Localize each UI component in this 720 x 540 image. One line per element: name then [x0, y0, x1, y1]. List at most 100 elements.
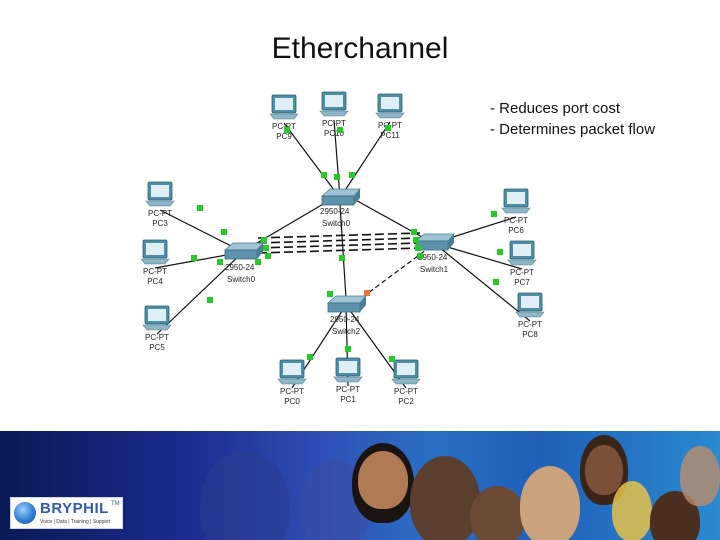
pc-keyboard [142, 324, 172, 331]
switch-name-label: Switch0 [227, 275, 256, 284]
pc-icon [277, 359, 307, 385]
switch-icon [414, 233, 455, 251]
pc-name-label: PC9 [276, 132, 292, 141]
switch-model-label: 2950-24 [418, 253, 448, 262]
link-status-up [349, 172, 355, 178]
switch-side [360, 296, 366, 312]
pc-name-label: PC2 [398, 397, 414, 406]
switch-top [320, 188, 361, 197]
pc-link-line [339, 121, 391, 199]
pc-type-label: PC-PT [518, 320, 542, 329]
pc-type-label: PC-PT [322, 119, 346, 128]
link-status-up [337, 127, 343, 133]
etherchannel-link [257, 242, 421, 249]
bullet-item: - Determines packet flow [490, 121, 656, 138]
pc-icon [269, 94, 299, 120]
pc-screen [325, 95, 343, 107]
link-status-up [284, 127, 290, 133]
bullet-item: - Reduces port cost [490, 100, 621, 117]
link-status-up [345, 346, 351, 352]
logo-tagline: Voice | Data | Training | Support [40, 519, 111, 525]
footer-photo-banner [0, 431, 720, 540]
switch-name-label: Switch1 [420, 265, 449, 274]
pc-keyboard [375, 112, 405, 119]
pc-type-label: PC-PT [504, 216, 528, 225]
link-status-up [491, 211, 497, 217]
pc-keyboard [319, 110, 349, 117]
link-status-up [191, 255, 197, 261]
switch-icon [223, 242, 264, 260]
pc-link-line [333, 119, 341, 199]
switch-name-label: Switch0 [322, 219, 351, 228]
switch-front [224, 249, 258, 260]
link-status-up [413, 237, 419, 243]
switch-side [257, 243, 263, 259]
link-status-up [307, 354, 313, 360]
pc-name-label: PC3 [152, 219, 168, 228]
etherchannel-link [257, 247, 421, 254]
pc-link-line [433, 242, 531, 322]
bryphil-logo: BRYPHIL TM Voice | Data | Training | Sup… [10, 497, 123, 529]
pc-screen [275, 98, 293, 110]
network-topology-diagram: 2950-24Switch02950-24Switch12950-24Switc… [140, 91, 545, 406]
switch-side [448, 234, 454, 250]
pc-keyboard [145, 200, 175, 207]
pc-link-line [283, 122, 341, 199]
pc-type-label: PC-PT [148, 209, 172, 218]
pc-icon [333, 357, 363, 383]
pc-keyboard [391, 378, 421, 385]
pc-name-label: PC5 [149, 343, 165, 352]
nodes-layer: 2950-24Switch02950-24Switch12950-24Switc… [140, 91, 545, 406]
switch-model-label: 2950-24 [320, 207, 350, 216]
switch-name-label: Switch2 [332, 327, 361, 336]
link-status-up [255, 259, 261, 265]
photo-face [520, 466, 580, 540]
link-status-up [221, 229, 227, 235]
pc-icon [142, 305, 172, 331]
link-status-up [327, 291, 333, 297]
pc-name-label: PC0 [284, 397, 300, 406]
pc-icon [391, 359, 421, 385]
uplink-line [355, 249, 427, 303]
pc-screen [146, 243, 164, 255]
link-status-up [261, 237, 267, 243]
pc-icon [145, 181, 175, 207]
pc-keyboard [507, 259, 537, 266]
pc-keyboard [333, 376, 363, 383]
switch-front [327, 302, 361, 313]
pc-type-label: PC-PT [510, 268, 534, 277]
switch-front [321, 195, 355, 206]
pc-icon [501, 188, 531, 214]
pc-icon [515, 292, 545, 318]
link-status-up [385, 125, 391, 131]
pc-screen [148, 309, 166, 321]
slide-title: Etherchannel [271, 32, 449, 65]
pc-screen [381, 97, 399, 109]
switch-icon [326, 295, 367, 313]
pc-type-label: PC-PT [143, 267, 167, 276]
photo-face [585, 445, 623, 495]
pc-icon [140, 239, 170, 265]
pc-type-label: PC-PT [394, 387, 418, 396]
switch-side [354, 189, 360, 205]
link-status-up [415, 245, 421, 251]
pc-icon [375, 93, 405, 119]
link-status-up [197, 205, 203, 211]
pc-screen [339, 361, 357, 373]
pc-icon [507, 240, 537, 266]
photo-face [358, 451, 408, 509]
link-status-down [364, 290, 370, 296]
uplink-line [339, 204, 347, 299]
switch-model-label: 2950-24 [225, 263, 255, 272]
logo-name: BRYPHIL [40, 500, 109, 517]
switch-top [326, 295, 367, 304]
switch-top [414, 233, 455, 242]
photo-face [200, 451, 290, 540]
bullet-list: - Reduces port cost - Determines packet … [490, 98, 655, 140]
photo-face [680, 446, 720, 506]
etherchannel-link [257, 232, 421, 239]
pc-name-label: PC8 [522, 330, 538, 339]
pc-link-line [156, 251, 244, 335]
pc-screen [151, 185, 169, 197]
pc-name-label: PC10 [324, 129, 345, 138]
